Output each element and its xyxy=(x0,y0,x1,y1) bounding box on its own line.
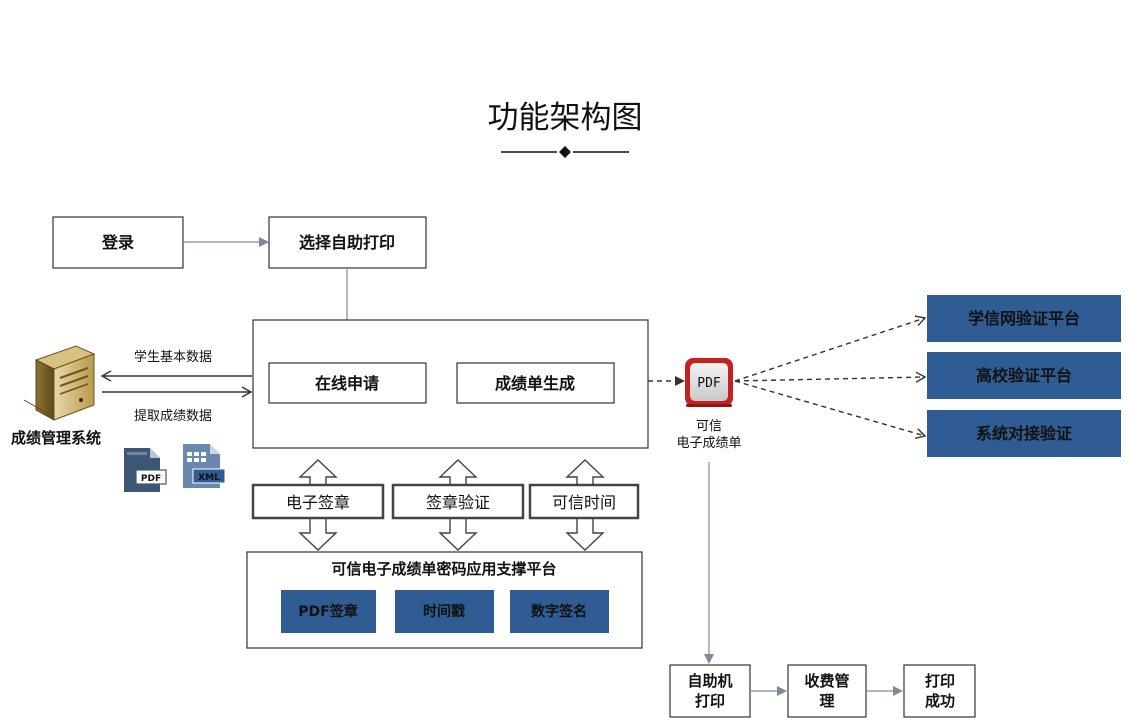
crypto-platform-title: 可信电子成绩单密码应用支撑平台 xyxy=(331,560,556,578)
login-label: 登录 xyxy=(101,233,134,252)
transcript-gen-node xyxy=(456,362,615,404)
verify-university-label: 高校验证平台 xyxy=(976,366,1072,385)
edge-pdf-to-system xyxy=(734,380,927,439)
verify-university-node xyxy=(927,352,1121,399)
server-icon xyxy=(23,345,96,421)
timestamp-label: 时间戳 xyxy=(423,603,465,620)
edge-pdf-to-university xyxy=(734,371,927,383)
title-divider xyxy=(501,146,629,158)
fee-management-label-line2: 理 xyxy=(819,692,834,710)
online-apply-label: 在线申请 xyxy=(315,374,379,393)
pdf-sign-label: PDF签章 xyxy=(298,603,357,620)
digital-sign-label: 数字签名 xyxy=(531,603,587,620)
edge-pdf-to-xuexin xyxy=(734,315,927,382)
verify-xuexin-node xyxy=(927,295,1121,342)
e-signature-label: 电子签章 xyxy=(286,493,350,512)
trusted-transcript-label-line2: 电子成绩单 xyxy=(676,436,741,451)
login-node xyxy=(52,216,184,269)
edge-extract-scores-label: 提取成绩数据 xyxy=(134,408,212,424)
verify-system-node xyxy=(927,410,1121,457)
verify-xuexin-label: 学信网验证平台 xyxy=(968,309,1080,328)
digital-sign-node xyxy=(510,590,609,633)
timestamp-node xyxy=(395,590,494,633)
verify-system-label: 系统对接验证 xyxy=(976,424,1072,443)
pdf-sign-node xyxy=(281,590,376,633)
print-success-label-line2: 成功 xyxy=(925,692,955,710)
trusted-time-label: 可信时间 xyxy=(552,493,616,512)
xml-file-icon xyxy=(183,444,226,488)
pdf-file-label: PDF xyxy=(141,474,161,484)
fee-management-label-line1: 收费管 xyxy=(804,672,849,690)
trusted-transcript-label-line1: 可信 xyxy=(696,419,722,434)
select-print-label: 选择自助打印 xyxy=(299,233,395,252)
transcript-gen-label: 成绩单生成 xyxy=(495,374,575,393)
select-print-node xyxy=(268,216,427,269)
kiosk-print-label-line2: 打印 xyxy=(695,692,725,710)
server-label: 成绩管理系统 xyxy=(11,429,101,447)
e-signature-node xyxy=(251,483,385,520)
pdf-badge-icon xyxy=(685,358,733,407)
trusted-time-node xyxy=(528,483,640,520)
page-title: 功能架构图 xyxy=(488,100,643,136)
kiosk-print-label-line1: 自助机 xyxy=(687,672,732,690)
pdf-badge-label: PDF xyxy=(697,376,721,391)
signature-verify-label: 签章验证 xyxy=(426,493,490,512)
edge-student-data-label: 学生基本数据 xyxy=(134,349,212,365)
pdf-file-icon xyxy=(124,448,167,492)
online-apply-node xyxy=(268,362,427,404)
print-success-label-line1: 打印 xyxy=(925,672,955,690)
print-success-node xyxy=(903,664,976,718)
xml-file-label: XML xyxy=(198,473,220,483)
signature-verify-node xyxy=(391,483,525,520)
kiosk-print-node xyxy=(669,664,751,718)
